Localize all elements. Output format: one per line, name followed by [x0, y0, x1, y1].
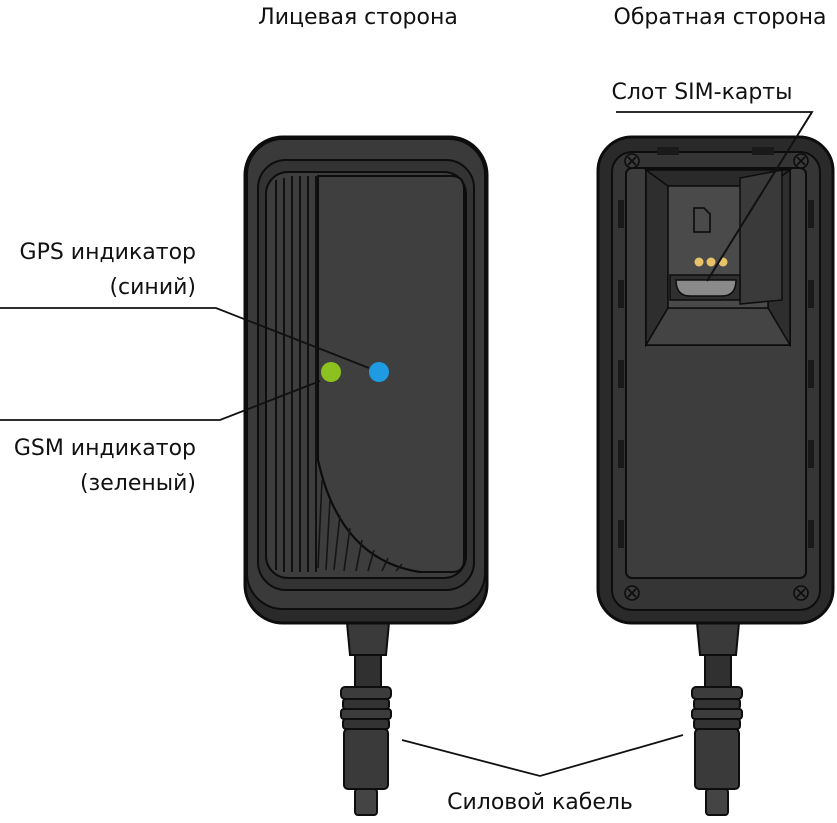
sim-slot-label: Слот SIM-карты [612, 80, 793, 105]
sim-contacts [694, 257, 728, 267]
gsm-indicator-color: (зеленый) [80, 471, 196, 496]
gps-indicator-color: (синий) [109, 275, 196, 300]
back-device [596, 135, 835, 816]
callout-lines [0, 111, 814, 777]
front-side-title: Лицевая сторона [258, 5, 458, 30]
gps-led [369, 362, 389, 382]
gps-indicator-label: GPS индикатор [20, 240, 196, 265]
back-cable [691, 611, 743, 816]
sim-card-icon [693, 207, 711, 233]
front-device [243, 135, 489, 816]
back-screws [624, 153, 809, 601]
power-cable-label: Силовой кабель [447, 790, 633, 815]
gsm-led [321, 362, 341, 382]
front-cable [340, 611, 392, 816]
gsm-indicator-label: GSM индикатор [14, 436, 196, 461]
sim-compartment [643, 168, 793, 348]
back-side-title: Обратная сторона [614, 5, 827, 30]
front-grip-ribs [275, 176, 317, 572]
